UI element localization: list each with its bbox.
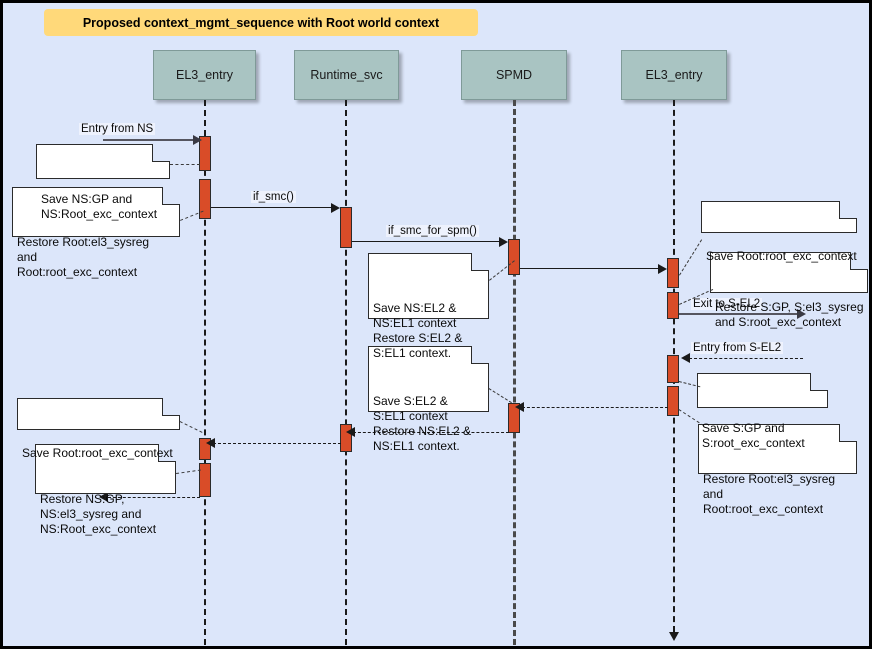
message-line-entry-from-ns: [103, 139, 196, 141]
message-line-runtime-svc-to-el3-left: [213, 443, 341, 444]
activation-el3-right-1: [667, 258, 679, 288]
message-line-el3-left-exit: [108, 497, 200, 498]
activation-el3-right-4: [667, 386, 679, 416]
activation-el3-right-3: [667, 355, 679, 383]
note-fold-corner: [839, 201, 857, 219]
note-fold-corner: [162, 187, 180, 205]
note-fold-corner: [471, 253, 489, 271]
lifeline-runtime-svc: [345, 100, 347, 645]
note-connector-4: [679, 239, 703, 276]
activation-el3-right-2: [667, 292, 679, 319]
note-connector-7: [678, 409, 705, 427]
note-save-s-gp: Save S:GP and S:root_exc_context: [697, 373, 828, 450]
message-arrowhead-entry-from-s-el2: [681, 353, 690, 363]
note-fold-corner: [471, 346, 489, 364]
participant-label: EL3_entry: [176, 68, 233, 82]
note-fold-corner: [158, 444, 176, 462]
note-connector-10: [176, 469, 201, 474]
message-arrowhead-exit-to-s-el2: [797, 309, 806, 319]
message-arrowhead-if-smc: [331, 203, 340, 213]
message-label-exit-to-s-el2: Exit to S-EL2: [691, 298, 763, 310]
message-arrowhead-el3-left-exit: [99, 492, 108, 502]
message-arrowhead-runtime-svc-to-el3-left: [206, 438, 215, 448]
note-save-ns-gp: Save NS:GP and NS:Root_exc_context: [36, 144, 170, 221]
note-connector-8: [488, 388, 512, 404]
note-save-ns-el2-restore-s-el2: Save NS:EL2 & NS:EL1 context Restore S:E…: [368, 253, 489, 360]
note-save-root-exc-context-left: Save Root:root_exc_context: [17, 398, 180, 460]
activation-spmd-1: [508, 239, 520, 275]
activation-el3-left-2: [199, 179, 211, 219]
participant-label: EL3_entry: [645, 68, 703, 82]
participant-el3-entry-right[interactable]: EL3_entry: [621, 50, 727, 100]
note-restore-root-el3-sysreg-right: Restore Root:el3_sysreg and Root:root_ex…: [698, 424, 857, 516]
note-fold-corner: [850, 252, 868, 270]
note-save-root-exc-context-right: Save Root:root_exc_context: [701, 201, 857, 263]
lifeline-spmd: [513, 100, 516, 645]
message-label-entry-from-s-el2: Entry from S-EL2: [691, 342, 784, 354]
note-fold-corner: [162, 398, 180, 416]
note-connector-9: [179, 421, 203, 433]
message-arrowhead-entry-from-ns: [193, 135, 202, 145]
diagram-title-banner: Proposed context_mgmt_sequence with Root…: [44, 9, 478, 36]
message-arrowhead-spmd-to-runtime-svc: [346, 427, 355, 437]
activation-el3-left-1: [199, 136, 211, 171]
participant-el3-entry-left[interactable]: EL3_entry: [153, 50, 256, 100]
message-line-exit-to-s-el2: [679, 313, 800, 315]
activation-runtime-svc-1: [340, 207, 352, 248]
lifeline-end-arrow-el3-right: [669, 632, 679, 641]
message-label-entry-from-ns: Entry from NS: [79, 123, 156, 135]
note-connector-1: [170, 164, 200, 165]
lifeline-el3-entry-left: [204, 100, 206, 645]
note-fold-corner: [152, 144, 170, 162]
note-fold-corner: [839, 424, 857, 442]
message-line-spmd-to-el3-right: [520, 268, 660, 269]
message-arrowhead-if-smc-for-spm: [499, 237, 508, 247]
note-restore-ns-gp: Restore NS:GP, NS:el3_sysreg and NS:Root…: [35, 444, 176, 536]
message-line-if-smc-for-spm: [352, 241, 501, 242]
activation-el3-left-4: [199, 463, 211, 497]
message-arrowhead-spmd-to-el3-right: [658, 264, 667, 274]
message-label-if-smc-for-spm: if_smc_for_spm(): [386, 225, 479, 237]
message-line-entry-from-s-el2: [689, 358, 803, 359]
message-label-if-smc: if_smc(): [251, 191, 296, 203]
participant-label: SPMD: [495, 68, 533, 82]
participant-label: Runtime_svc: [310, 68, 383, 82]
note-restore-root-el3-sysreg: Restore Root:el3_sysreg and Root:root_ex…: [12, 187, 180, 279]
message-arrowhead-el3-right-to-spmd: [515, 402, 524, 412]
note-fold-corner: [810, 373, 828, 391]
note-save-s-el2-restore-ns-el2: Save S:EL2 & S:EL1 context Restore NS:EL…: [368, 346, 489, 453]
participant-runtime-svc[interactable]: Runtime_svc: [294, 50, 399, 100]
message-line-if-smc: [211, 207, 333, 208]
message-line-el3-right-to-spmd: [522, 407, 668, 408]
note-restore-s-gp: Restore S:GP, S:el3_sysreg and S:root_ex…: [710, 252, 868, 329]
message-line-spmd-to-runtime-svc: [353, 432, 509, 433]
participant-spmd[interactable]: SPMD: [461, 50, 567, 100]
